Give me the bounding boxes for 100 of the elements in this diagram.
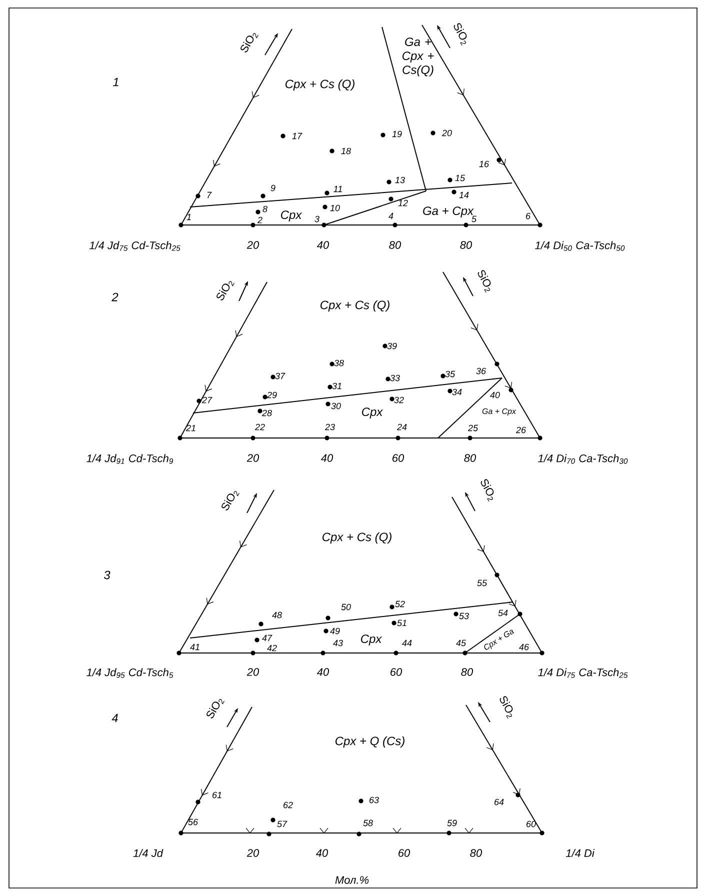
point-number: 22 [254, 424, 265, 430]
point-number: 41 [190, 644, 200, 650]
point-number: 54 [498, 610, 508, 616]
tick-label: 40 [316, 668, 330, 676]
end-member-label: 1/4 Jd$_{91}$ Cd-Tsch$_{9}$ [86, 454, 174, 464]
point-number: 1 [186, 214, 191, 220]
phase-field-label: Cpx + Cs (Q) [285, 79, 354, 91]
point-number: 55 [477, 580, 488, 586]
tick-label: 80 [389, 241, 402, 249]
end-member-label: 1/4 Jd$_{75}$ Cd-Tsch$_{25}$ [89, 241, 180, 251]
phase-field-label: Cpx + Cs (Q) [322, 532, 392, 544]
point-number: 45 [456, 640, 466, 646]
point-number: 3 [314, 216, 320, 222]
end-member-label: 1/4 Di [566, 848, 595, 858]
point-number: 56 [188, 818, 198, 826]
point-number: 36 [476, 368, 486, 374]
tick-label: 60 [398, 849, 410, 857]
point-number: 63 [370, 796, 379, 804]
axis-label: SiO$_{2}$ [500, 696, 513, 719]
point-number: 24 [396, 424, 407, 430]
point-number: 7 [207, 192, 212, 198]
axis-label: SiO$_{2}$ [454, 23, 467, 46]
point-number: 34 [452, 388, 462, 396]
phase-field-label: Cpx + Cs (Q) [320, 300, 390, 312]
tick-label: 40 [320, 454, 334, 462]
axis-label: SiO$_{2}$ [206, 699, 224, 718]
tick-label: 80 [461, 668, 474, 676]
point-number: 9 [270, 184, 276, 192]
end-member-label: 1/4 Di$_{70}$ Ca-Tsch$_{30}$ [538, 454, 628, 464]
axis-label: SiO$_{2}$ [222, 491, 240, 510]
point-number: 62 [284, 802, 293, 808]
unit-label: Мол.% [335, 876, 369, 884]
point-number: 38 [334, 360, 344, 366]
point-number: 5 [472, 216, 477, 222]
end-member-label: 1/4 Jd$_{95}$ Cd-Tsch$_{5}$ [86, 668, 174, 678]
panel-number: 3 [104, 570, 110, 580]
point-number: 28 [262, 410, 272, 416]
point-number: 37 [275, 372, 286, 380]
tick-label: 80 [460, 241, 472, 249]
point-number: 53 [459, 612, 469, 620]
tick-label: 40 [316, 849, 328, 857]
axis-label: SiO$_{2}$ [240, 33, 258, 52]
point-number: 48 [272, 612, 282, 618]
end-member-label: 1/4 Jd [133, 848, 164, 858]
point-number: 12 [398, 200, 408, 206]
tick-label: 80 [464, 454, 476, 462]
tick-label: 20 [246, 849, 260, 857]
point-number: 59 [447, 820, 457, 826]
phase-field-label: Cpx + Q (Cs) [335, 736, 404, 748]
phase-field-label: Ga + Cpx + Cs(Q) [402, 38, 434, 76]
point-number: 10 [330, 204, 340, 212]
tick-label: 20 [246, 668, 260, 676]
point-number: 14 [459, 192, 469, 198]
axis-label: SiO$_{2}$ [478, 270, 491, 293]
tick-label: 60 [392, 454, 404, 462]
point-number: 39 [387, 342, 397, 350]
point-number: 8 [262, 206, 268, 212]
point-number: 15 [455, 174, 466, 182]
panel-number: 1 [112, 78, 118, 86]
point-number: 21 [186, 424, 196, 432]
tick-label: 80 [470, 849, 482, 857]
end-member-label: 1/4 Di$_{50}$ Ca-Tsch$_{50}$ [535, 241, 625, 251]
panel-number: 4 [112, 714, 118, 722]
end-member-label: 1/4 Di$_{75}$ Ca-Tsch$_{25}$ [538, 668, 628, 678]
point-number: 43 [333, 640, 343, 646]
phase-field-label: Ga + Cpx [423, 206, 474, 218]
panel-number: 2 [112, 292, 118, 302]
phase-field-label: Ga + Cpx [482, 408, 516, 416]
point-number: 49 [330, 628, 340, 634]
point-number: 57 [277, 820, 288, 828]
point-number: 52 [395, 600, 405, 608]
point-number: 6 [526, 212, 530, 220]
point-number: 44 [402, 640, 412, 646]
point-number: 17 [292, 132, 302, 140]
point-number: 25 [468, 424, 478, 432]
phase-field-label: Cpx [362, 408, 384, 418]
point-number: 50 [341, 604, 351, 610]
point-number: 18 [341, 148, 351, 154]
point-number: 61 [212, 792, 222, 798]
point-number: 51 [397, 620, 406, 626]
point-number: 60 [526, 820, 536, 828]
phase-field-label: Cpx + Ga [484, 630, 514, 650]
point-number: 47 [262, 634, 272, 642]
point-number: 4 [388, 212, 394, 220]
axis-label: SiO$_{2}$ [216, 281, 234, 300]
tick-label: 20 [246, 454, 260, 462]
point-number: 29 [266, 392, 277, 398]
tick-label: 60 [390, 668, 402, 676]
tick-label: 20 [246, 241, 260, 249]
axis-label: SiO$_{2}$ [480, 479, 494, 502]
point-number: 35 [445, 370, 456, 378]
point-number: 40 [490, 392, 500, 398]
phase-field-label: Cpx [360, 634, 382, 646]
point-number: 2 [257, 216, 262, 224]
point-number: 31 [332, 382, 342, 390]
point-number: 42 [267, 644, 277, 652]
point-number: 27 [202, 396, 212, 404]
point-number: 26 [516, 426, 526, 434]
point-number: 30 [331, 402, 341, 410]
point-number: 16 [479, 160, 489, 168]
